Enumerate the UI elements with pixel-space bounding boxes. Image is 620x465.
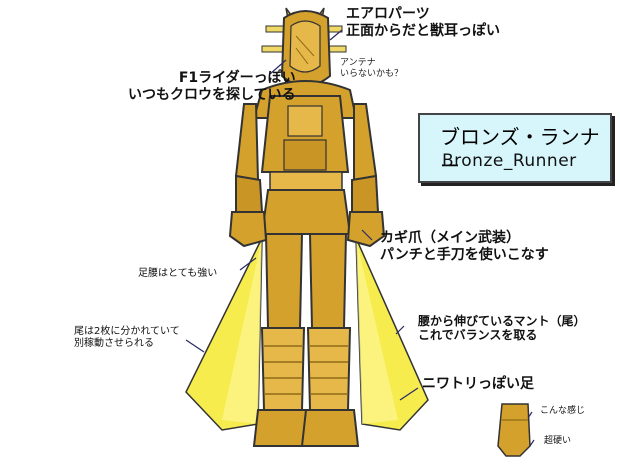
note-cape: 腰から伸びているマント（尾） これでバランスを取る [418, 314, 586, 343]
leader-lines [185, 29, 535, 447]
belt [269, 171, 343, 191]
title-japanese: ブロンズ・ランナー [440, 125, 600, 178]
visor-hatch-1 [295, 35, 315, 57]
note-feel: こんな感じ [540, 406, 586, 416]
right-forearm [351, 174, 380, 213]
right-chicken-foot [300, 409, 360, 447]
note-aero-parts: エアロパーツ 正面からだと獣耳っぽい [346, 6, 500, 39]
right-shin [306, 327, 352, 411]
note-hips: 足腰はとても強い [138, 268, 218, 279]
right-thigh [308, 233, 348, 329]
note-claw: カギ爪（メイン武装） パンチと手刀を使いこなす [380, 230, 549, 263]
left-forearm [235, 174, 264, 213]
note-super-hard: 超硬い [544, 436, 572, 446]
note-f1-rider: F1ライダーっぽい いつもクロウを探している [128, 70, 296, 103]
left-claw-hand [228, 211, 268, 248]
title-box: ブロンズ・ランナー Bronze_Runner [418, 113, 612, 183]
note-antenna: アンテナ いらないかも？ [340, 58, 404, 79]
cape-inner-right [356, 238, 398, 424]
title-english: Bronze_Runner [442, 151, 577, 171]
left-upper-arm [234, 103, 260, 182]
hips [260, 189, 352, 235]
foot-detail-sketch [497, 403, 531, 457]
note-tail: 尾は2枚に分かれていて 別稼動させられる [74, 326, 180, 349]
cape-inner-left [222, 238, 262, 424]
note-chicken-foot: ニワトリっぽい足 [422, 376, 534, 392]
shin-stripes [264, 345, 348, 395]
left-shin [260, 327, 306, 411]
abdomen [283, 139, 327, 171]
right-upper-arm [353, 103, 378, 182]
chest-plate [287, 105, 323, 137]
visor-hatch-2 [295, 47, 309, 65]
right-claw-hand [346, 211, 386, 248]
left-thigh [264, 233, 304, 329]
